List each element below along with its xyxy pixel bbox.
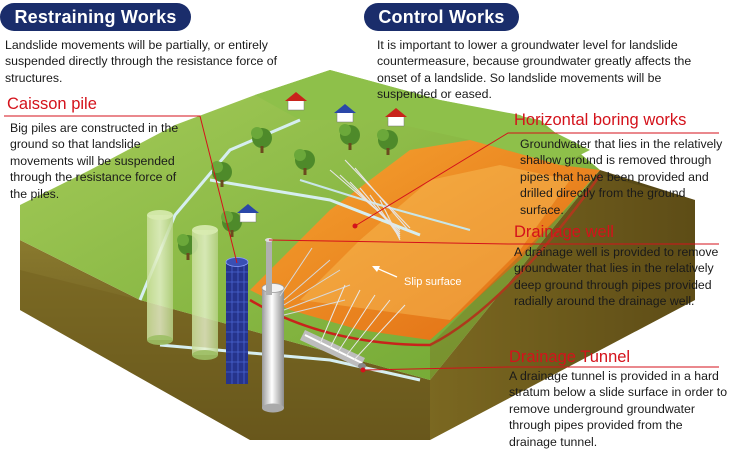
drainage-tunnel-description: A drainage tunnel is provided in a hard … — [509, 369, 728, 449]
drainage-tunnel-marker — [360, 367, 366, 373]
drainage-tunnel — [300, 284, 406, 369]
slip-surface-arrowhead — [372, 266, 380, 272]
leader-lines — [4, 115, 719, 371]
slip-surface-label: Slip surface — [404, 276, 462, 288]
caisson-pile-description: Big piles are constructed in the ground … — [10, 121, 179, 201]
drainage-well-title: Drainage well — [514, 223, 614, 241]
horizontal-boring-description: Groundwater that lies in the relatively … — [520, 137, 723, 217]
horizontal-boring-title: Horizontal boring works — [514, 111, 687, 129]
caisson-piles — [147, 210, 249, 384]
caisson-pile-title: Caisson pile — [7, 95, 97, 113]
drainage-well — [261, 238, 351, 413]
houses — [237, 92, 407, 223]
horizontal-boring-pipes — [329, 159, 411, 241]
restraining-works-title: Restraining Works — [0, 3, 191, 31]
control-works-title: Control Works — [364, 3, 519, 31]
drainage-tunnel-title: Drainage Tunnel — [509, 348, 631, 366]
drainage-well-description: A drainage well is provided to remove gr… — [514, 245, 719, 309]
horizontal-boring-marker — [352, 223, 358, 229]
restraining-works-description: Landslide movements will be partially, o… — [5, 38, 278, 85]
control-works-description: It is important to lower a groundwater l… — [377, 38, 692, 102]
trees — [177, 124, 398, 260]
